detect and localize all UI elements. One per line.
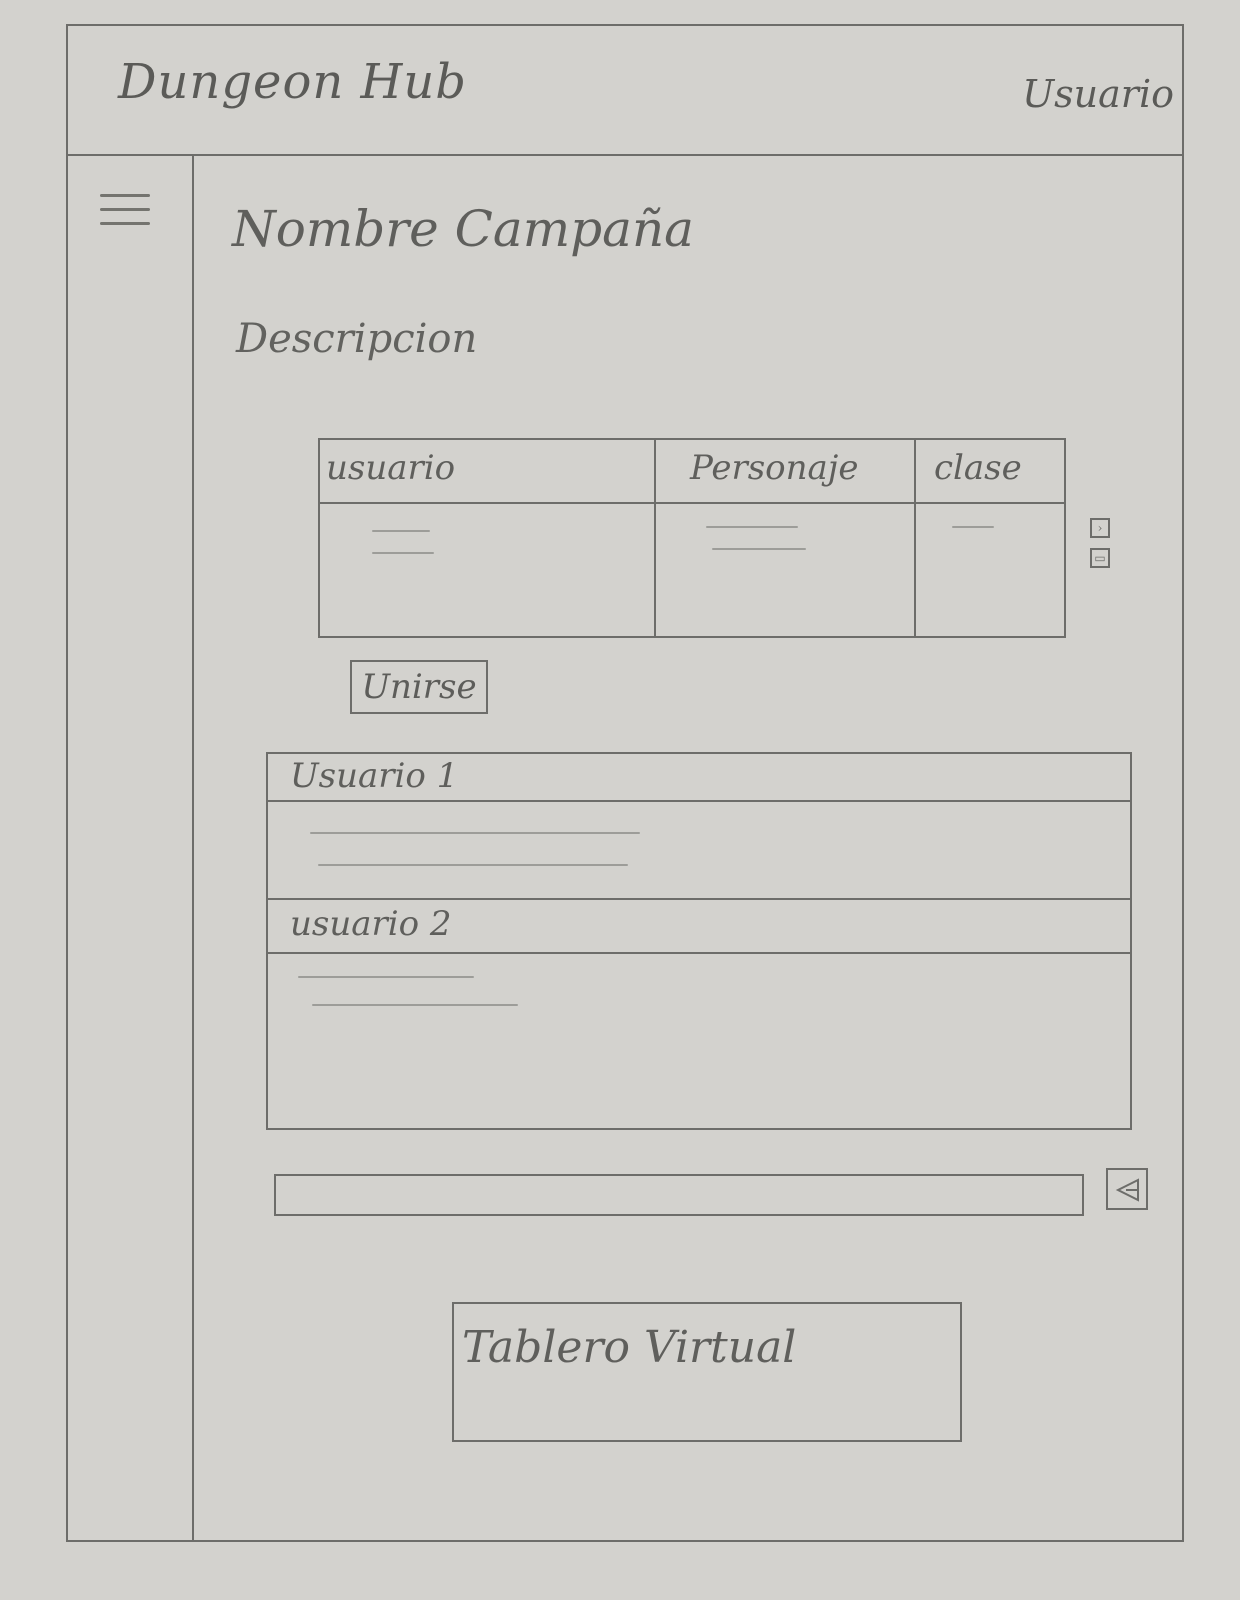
send-icon-glyph (1115, 1178, 1139, 1202)
message-text-placeholder (310, 832, 640, 834)
message-user-2: usuario 2 (290, 904, 452, 944)
campaign-name: Nombre Campaña (232, 200, 694, 258)
message-text-placeholder (312, 1004, 518, 1006)
message-header (268, 898, 1130, 954)
chat-messages: Usuario 1 usuario 2 (266, 752, 1132, 1130)
sidebar (66, 156, 194, 1542)
message-input[interactable] (274, 1174, 1084, 1216)
message-header (268, 754, 1130, 802)
edit-icon[interactable]: ▭ (1090, 548, 1110, 568)
join-button[interactable]: Unirse (350, 660, 488, 714)
app-header: Dungeon Hub Usuario (66, 24, 1184, 156)
cell-placeholder-text (372, 530, 430, 532)
cell-placeholder-text (372, 552, 434, 554)
hamburger-icon[interactable] (100, 194, 150, 238)
message-user-1: Usuario 1 (290, 756, 459, 796)
party-table-header (320, 440, 1064, 504)
user-menu[interactable]: Usuario (1022, 72, 1174, 116)
column-divider (654, 440, 656, 636)
campaign-description: Descripcion (236, 316, 478, 362)
message-text-placeholder (298, 976, 474, 978)
virtual-board-button[interactable]: Tablero Virtual (452, 1302, 962, 1442)
message-text-placeholder (318, 864, 628, 866)
app-title: Dungeon Hub (118, 54, 468, 110)
hamburger-line (100, 194, 150, 197)
cell-placeholder-text (712, 548, 806, 550)
hamburger-line (100, 222, 150, 225)
column-divider (914, 440, 916, 636)
forward-icon[interactable]: › (1090, 518, 1110, 538)
party-row-actions: › ▭ (1090, 518, 1116, 578)
hamburger-line (100, 208, 150, 211)
column-header-clase: clase (934, 448, 1022, 488)
cell-placeholder-text (706, 526, 798, 528)
cell-placeholder-text (952, 526, 994, 528)
message-divider (268, 898, 1130, 900)
send-icon[interactable] (1106, 1168, 1148, 1210)
column-header-personaje: Personaje (690, 448, 859, 488)
column-header-usuario: usuario (326, 448, 456, 488)
party-table: usuario Personaje clase (318, 438, 1066, 638)
app-window-frame (66, 24, 1184, 1542)
